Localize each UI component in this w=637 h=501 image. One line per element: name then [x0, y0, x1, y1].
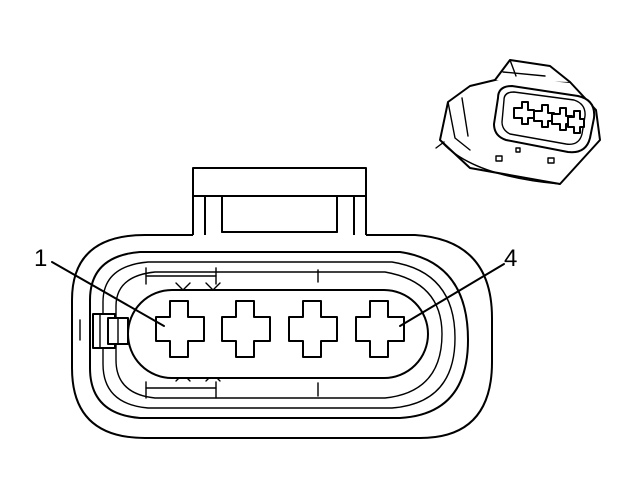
- pin-label-1: 1: [34, 245, 47, 272]
- terminal-4: [355, 300, 405, 358]
- side-latch: [79, 313, 129, 349]
- inner-shroud-ring-2: [115, 271, 443, 399]
- leader-line-pin-4: [399, 263, 505, 327]
- locking-tab: [192, 167, 367, 249]
- leader-line-pin-1: [51, 261, 165, 327]
- terminal-cavity: [127, 289, 429, 379]
- terminal-2: [221, 300, 271, 358]
- connector-face-view: 1 4: [34, 167, 517, 439]
- pin-label-4: 4: [504, 245, 517, 272]
- connector-isometric-view: [435, 59, 601, 185]
- terminal-1: [155, 300, 205, 358]
- terminal-3: [288, 300, 338, 358]
